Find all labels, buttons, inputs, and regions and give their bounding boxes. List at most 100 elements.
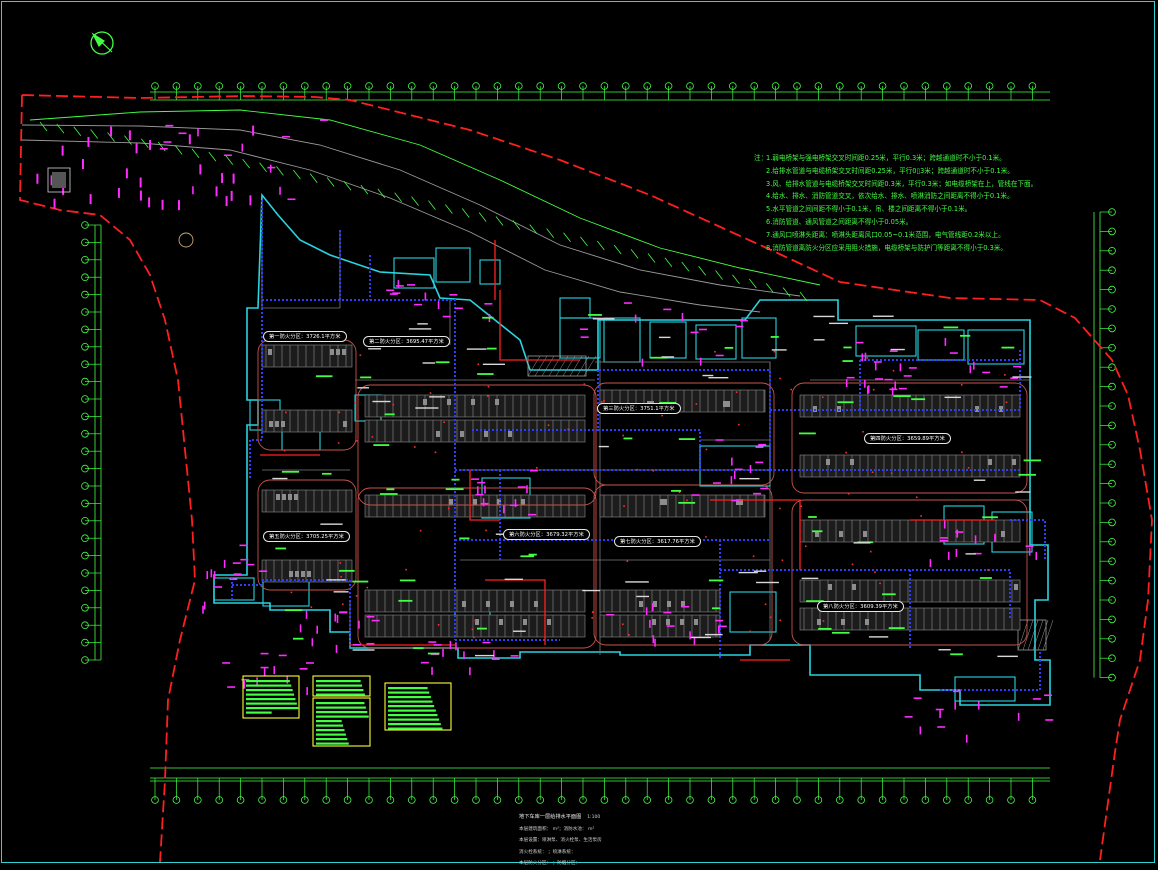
fixture-mark [225, 196, 228, 207]
pipe-annotation [413, 647, 424, 650]
note-line: 2.给排水管道与电缆桥架交叉时间距0.25米，平行0▯3米；跨越通道时不小于0.… [766, 166, 1014, 175]
car-glyph [681, 601, 685, 607]
water-supply-pipe [499, 290, 520, 361]
sprinkler-dot [705, 448, 708, 451]
axis-bubble [686, 796, 694, 804]
pipe-annotation [888, 627, 905, 630]
axis-bubble [172, 82, 181, 90]
axis-bubble [814, 796, 823, 804]
sprinkler-dot [359, 354, 362, 357]
sprinkler-dot [714, 350, 716, 353]
sprinkler-dot [779, 377, 781, 380]
note-line: 5.水平管道之间间距不得小于0.1米，吊、楼之间距离不得小于0.1米。 [766, 205, 972, 214]
legend-row [388, 709, 436, 712]
axis-bubble [81, 325, 89, 334]
axis-bubble [81, 656, 89, 664]
stair-hatch [1017, 619, 1029, 651]
car-glyph [275, 421, 279, 427]
pipe-annotation [1001, 346, 1015, 349]
axis-bubble [964, 82, 972, 90]
pipe-annotation [658, 336, 671, 339]
axis-bubble [664, 796, 673, 804]
pipe-annotation [702, 374, 714, 377]
axis-bubble [450, 796, 459, 804]
pipe-annotation [756, 581, 779, 584]
axis-bubble [686, 82, 694, 90]
car-glyph [295, 571, 299, 577]
axis-bubble [81, 586, 89, 595]
pipe-annotation [753, 570, 767, 572]
parking-row [799, 454, 1021, 478]
car-glyph [828, 584, 832, 590]
pipe-annotation [373, 444, 390, 446]
legend-row [316, 711, 368, 714]
pipe-annotation [326, 579, 346, 581]
pipe-annotation [320, 523, 343, 525]
axis-bubble [151, 82, 159, 90]
car-glyph [652, 619, 656, 625]
axis-bubble [343, 796, 352, 804]
axis-bubble [835, 82, 844, 90]
sprinkler-dot [705, 536, 707, 538]
axis-bubble [1108, 266, 1116, 275]
title-block: 地下车库一层给排水平面图 1:100 本层建筑面积： m²；消防水池： m² 本… [519, 812, 779, 870]
hatched-room [527, 355, 587, 377]
fire-zone-label: 第六防火分区：3679.32平方米 [503, 529, 590, 540]
ramp-tick [377, 188, 386, 199]
sprinkler-dot [339, 562, 342, 564]
axis-bubble [450, 82, 459, 90]
fixture-mark [128, 130, 131, 141]
ramp-tick [698, 265, 706, 276]
driveway-loop [357, 384, 597, 506]
axis-bubble [921, 796, 930, 804]
ramp-tick [478, 212, 487, 222]
legend-table [384, 682, 452, 731]
pipe-annotation [451, 478, 460, 481]
axis-bubble [172, 796, 181, 804]
legend-row [316, 729, 345, 732]
sprinkler-dot [429, 392, 432, 394]
pipe-annotation [528, 553, 537, 556]
legend-row [316, 702, 365, 705]
axis-bubble [300, 796, 309, 804]
axis-bubble [579, 796, 587, 804]
car-glyph [460, 431, 464, 437]
axis-bubble [985, 82, 994, 90]
axis-bubble [81, 377, 89, 386]
pipe-annotation [711, 607, 721, 610]
pipe-annotation [659, 401, 677, 404]
fire-pipe-main [249, 300, 263, 480]
ramp-tick [107, 132, 115, 142]
axis-bubble [1108, 634, 1116, 643]
pipe-annotation [275, 547, 287, 550]
axis-bubble [1108, 460, 1116, 469]
axis-bubble [857, 82, 865, 90]
sprinkler-dot [960, 384, 963, 386]
fixture-mark [252, 125, 255, 136]
pipe-annotation [1015, 491, 1031, 493]
axis-bubble [1108, 382, 1116, 391]
car-glyph [815, 531, 819, 537]
legend-tables [242, 675, 452, 747]
ramp-tick [343, 181, 352, 191]
feature-circle [178, 232, 194, 248]
legend-row [388, 687, 428, 690]
car-glyph [826, 459, 830, 465]
ramp-tick [157, 141, 166, 152]
sprinkler-dot [738, 423, 740, 426]
axis-bubble [1108, 421, 1116, 430]
sprinkler-dot [471, 628, 474, 631]
axis-bubble [81, 464, 89, 473]
stair-hatch [1032, 619, 1044, 651]
car-glyph [850, 459, 854, 465]
pipe-annotation [623, 437, 633, 440]
car-glyph [436, 431, 440, 437]
axis-bubble [1108, 227, 1116, 236]
sprinkler-dot [879, 582, 881, 585]
core-room [559, 317, 601, 359]
pipe-annotation [399, 579, 416, 582]
car-glyph [330, 349, 334, 355]
fire-zone-label: 第五防火分区：3705.25平方米 [263, 531, 350, 542]
fixtures [36, 119, 1054, 743]
fixture-mark [110, 126, 113, 137]
